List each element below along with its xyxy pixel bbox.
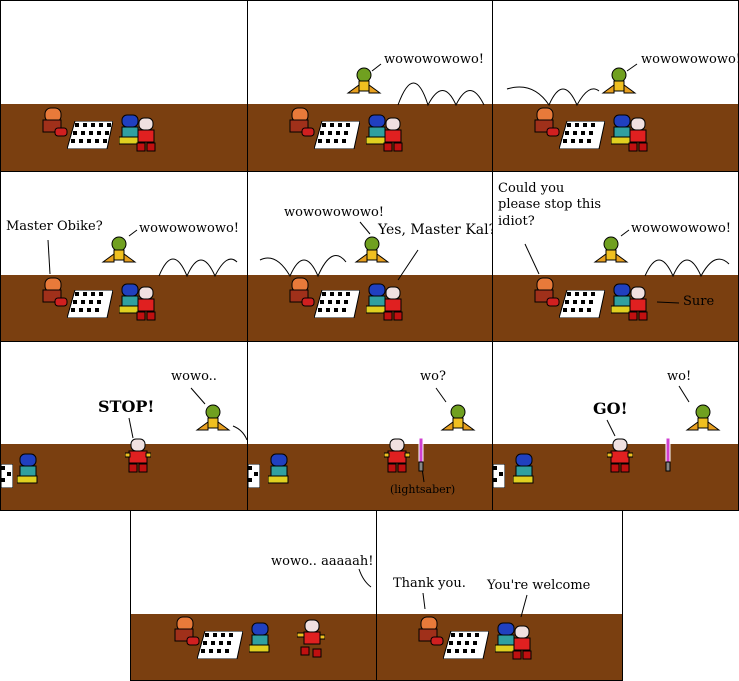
- bomberman-red-sprite: [383, 117, 403, 152]
- lightsaber-sprite: [665, 438, 671, 472]
- bomberman-red-sprite: [125, 438, 151, 473]
- bomberman-blue-sprite: [119, 283, 140, 314]
- bomberman-orange-sprite: [418, 616, 444, 646]
- bomberman-orange-sprite: [42, 277, 68, 307]
- checkerboard-edge-sprite: [493, 464, 505, 488]
- speech-tail-lines: [128, 387, 247, 441]
- ground: [248, 444, 492, 510]
- lightsaber-sprite: [418, 438, 424, 472]
- speech-bubble: Thank you.: [393, 576, 466, 591]
- bomberman-orange-sprite: [534, 277, 560, 307]
- bounce-trail: [506, 63, 638, 107]
- speech-bubble: wowowowowo!: [139, 221, 239, 236]
- speech-bubble: STOP!: [98, 397, 155, 416]
- bounce-trail: [47, 229, 238, 278]
- checkerboard-sprite: [559, 121, 605, 149]
- bomberman-orange-sprite: [42, 107, 68, 137]
- bomberman-green-jumping-sprite: [195, 404, 231, 431]
- bomberman-blue-sprite: [366, 114, 387, 145]
- bounce-trail: [524, 229, 730, 304]
- speech-bubble: wowowowowo!: [631, 221, 731, 236]
- comic-panel-8: wo? (lightsaber): [247, 341, 493, 511]
- bomberman-red-sprite: [512, 625, 532, 660]
- checkerboard-sprite: [314, 121, 360, 149]
- bomberman-red-sprite: [628, 286, 648, 321]
- bomberman-blue-sprite: [366, 283, 387, 314]
- bomberman-red-sprite: [384, 438, 410, 473]
- speech-bubble: Could you please stop this idiot?: [498, 181, 602, 229]
- speech-bubble: wo!: [667, 369, 692, 384]
- bomberman-orange-sprite: [534, 107, 560, 137]
- bomberman-red-running-sprite: [297, 619, 325, 658]
- bomberman-green-jumping-sprite: [354, 236, 390, 263]
- comic-panel-4: Master Obike? wowowowowo!: [0, 171, 248, 342]
- comic-panel-1: [0, 0, 248, 172]
- bomberman-red-sprite: [136, 286, 156, 321]
- bomberman-blue-sprite: [513, 453, 534, 484]
- checkerboard-sprite: [443, 631, 489, 659]
- speech-bubble: GO!: [593, 399, 628, 418]
- ground: [1, 444, 247, 510]
- speech-bubble: wowowowowo!: [641, 52, 739, 67]
- speech-tail-lines: [422, 592, 528, 618]
- comic-panel-2: wowowowowo!: [247, 0, 493, 172]
- bomberman-blue-sprite: [495, 622, 516, 653]
- bomberman-green-jumping-sprite: [601, 67, 637, 94]
- comic-panel-3: wowowowowo!: [492, 0, 739, 172]
- speech-bubble: Master Obike?: [6, 219, 103, 234]
- bomberman-orange-sprite: [174, 616, 200, 646]
- bounce-trail: [371, 63, 485, 107]
- bomberman-orange-sprite: [289, 277, 315, 307]
- bomberman-red-sprite: [383, 286, 403, 321]
- bomberman-red-sprite: [136, 117, 156, 152]
- comic-panel-11: Thank you. You're welcome: [376, 510, 623, 681]
- comic-panel-9: wo! GO!: [492, 341, 739, 511]
- speech-bubble: wowo..: [171, 369, 217, 384]
- speech-bubble: wowowowowo!: [284, 205, 384, 220]
- caption-label: (lightsaber): [390, 483, 456, 496]
- speech-tail-lines: [606, 385, 690, 437]
- bounce-trail: [259, 221, 419, 281]
- checkerboard-sprite: [314, 290, 360, 318]
- bomberman-blue-sprite: [119, 114, 140, 145]
- checkerboard-sprite: [197, 631, 243, 659]
- bomberman-green-jumping-sprite: [440, 404, 476, 431]
- speech-bubble: wowowowowo!: [384, 52, 484, 67]
- speech-tail-lines: [358, 568, 372, 588]
- speech-bubble: wowo.. aaaaah!: [271, 554, 374, 569]
- bomberman-green-jumping-sprite: [685, 404, 721, 431]
- checkerboard-sprite: [67, 121, 113, 149]
- checkerboard-edge-sprite: [248, 464, 260, 488]
- comic-panel-5: wowowowowo! Yes, Master Kal?: [247, 171, 493, 342]
- speech-bubble: Sure: [683, 294, 715, 309]
- comic-panel-10: wowo.. aaaaah!: [130, 510, 377, 681]
- bomberman-blue-sprite: [249, 622, 270, 653]
- bomberman-green-jumping-sprite: [593, 236, 629, 263]
- bomberman-green-jumping-sprite: [101, 236, 137, 263]
- bomberman-blue-sprite: [17, 453, 38, 484]
- speech-bubble: You're welcome: [487, 578, 591, 593]
- checkerboard-sprite: [67, 290, 113, 318]
- bomberman-blue-sprite: [268, 453, 289, 484]
- speech-bubble: wo?: [420, 369, 446, 384]
- bomberman-orange-sprite: [289, 107, 315, 137]
- checkerboard-edge-sprite: [1, 464, 13, 488]
- speech-bubble: Yes, Master Kal?: [378, 222, 493, 238]
- checkerboard-sprite: [559, 290, 605, 318]
- bomberman-green-jumping-sprite: [346, 67, 382, 94]
- comic-panel-6: Could you please stop this idiot? wowowo…: [492, 171, 739, 342]
- bomberman-red-sprite: [607, 438, 633, 473]
- comic-panel-7: wowo.. STOP!: [0, 341, 248, 511]
- bomberman-red-sprite: [628, 117, 648, 152]
